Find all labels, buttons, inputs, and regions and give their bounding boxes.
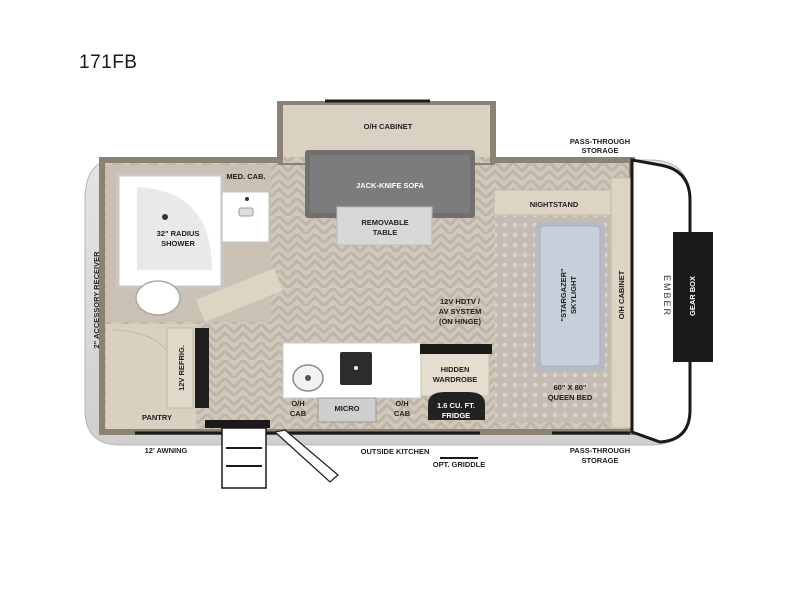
microwave	[317, 397, 377, 423]
removable-table	[336, 206, 433, 246]
sofa-label: JACK-KNIFE SOFA	[356, 181, 425, 190]
stargazer-skylight	[539, 225, 601, 367]
pass-through-top-label-2: STORAGE	[582, 146, 619, 155]
oh-cab-left-label-2: CAB	[290, 409, 307, 418]
wardrobe-label-1: HIDDEN	[441, 365, 470, 374]
hidden-wardrobe	[420, 345, 490, 397]
shower-label-1: 32" RADIUS	[157, 229, 200, 238]
toilet	[135, 280, 181, 316]
outside-kitchen-label: OUTSIDE KITCHEN	[361, 447, 430, 456]
micro-label: MICRO	[335, 404, 360, 413]
pantry-label: PANTRY	[142, 413, 172, 422]
floorplan-model-title: 171FB	[79, 52, 138, 73]
hdtv-label-1: 12V HDTV /	[440, 297, 481, 306]
pass-through-bottom-label-2: STORAGE	[582, 456, 619, 465]
queen-bed-label-1: 60" X 80"	[554, 383, 587, 392]
small-fridge	[428, 392, 485, 420]
wardrobe-label-2: WARDROBE	[433, 375, 478, 384]
oh-cabinet-top-label: O/H CABINET	[364, 122, 413, 131]
skylight-label-1: "STARGAZER"	[559, 268, 568, 322]
accessory-receiver-label: 2" ACCESSORY RECEIVER	[92, 251, 101, 349]
screen-door	[273, 429, 339, 483]
nightstand	[493, 189, 612, 216]
queen-bed-label-2: QUEEN BED	[548, 393, 593, 402]
awning-label: 12' AWNING	[145, 446, 188, 455]
refrig-label: 12V REFRIG.	[177, 345, 186, 391]
pass-through-bottom-label-1: PASS-THROUGH	[570, 446, 630, 455]
skylight-label-2: SKYLIGHT	[569, 276, 578, 314]
tv-hinge	[420, 344, 492, 354]
12v-refrigerator	[195, 328, 209, 408]
hdtv-label-2: AV SYSTEM	[439, 307, 482, 316]
shower-label-2: SHOWER	[161, 239, 195, 248]
med-cab-label: MED. CAB.	[226, 172, 265, 181]
fridge-label-2: FRIDGE	[442, 411, 470, 420]
front-cap	[630, 158, 692, 444]
oh-cabinet-side-label: O/H CABINET	[617, 270, 626, 319]
entry-steps	[221, 427, 267, 489]
opt-griddle-label: OPT. GRIDDLE	[433, 460, 486, 469]
bathroom-sink-counter	[221, 191, 270, 243]
table-label-1: REMOVABLE	[361, 218, 408, 227]
entry-door-panel	[196, 268, 283, 322]
oh-cab-right-label-2: CAB	[394, 409, 411, 418]
hdtv-label-3: (ON HINGE)	[439, 317, 482, 326]
oh-cab-left-label-1: O/H	[291, 399, 304, 408]
gear-box-label: GEAR BOX	[688, 276, 697, 316]
gear-box	[673, 232, 713, 362]
pass-through-top-label-1: PASS-THROUGH	[570, 137, 630, 146]
nightstand-label: NIGHTSTAND	[530, 200, 579, 209]
brand-logo: EMBER	[662, 275, 672, 317]
fridge-label-1: 1.6 CU. FT.	[437, 401, 475, 410]
oh-cab-right-label-1: O/H	[395, 399, 408, 408]
table-label-2: TABLE	[373, 228, 397, 237]
